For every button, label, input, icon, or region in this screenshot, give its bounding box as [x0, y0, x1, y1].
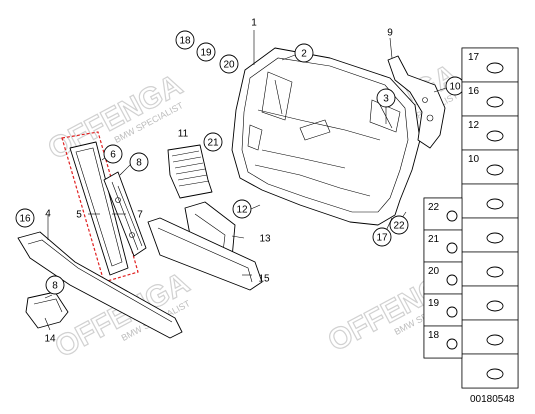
callout-18[interactable]: 18 [175, 30, 195, 50]
table-cell-label: 22 [428, 202, 440, 213]
callout-5[interactable]: 5 [76, 210, 82, 221]
callout-number: 1 [251, 18, 257, 29]
callout-number: 19 [200, 48, 212, 59]
callout-6[interactable]: 6 [103, 144, 123, 164]
callout-number: 9 [387, 28, 393, 39]
callout-14[interactable]: 14 [44, 334, 56, 345]
fastener-glyph [486, 198, 504, 210]
door-pocket[interactable] [147, 201, 263, 291]
callout-number: 8 [52, 281, 58, 292]
door-bracket[interactable] [387, 55, 446, 149]
callout-21[interactable]: 21 [203, 132, 223, 152]
fastener-glyph [486, 266, 504, 278]
fastener-glyph [486, 300, 504, 312]
callout-17[interactable]: 17 [372, 227, 392, 247]
callout-number: 16 [19, 214, 31, 225]
callout-4[interactable]: 4 [45, 209, 51, 220]
callout-number: 5 [76, 210, 82, 221]
callout-number: 8 [136, 158, 142, 169]
callout-number: 3 [383, 94, 389, 105]
speaker-grille[interactable] [167, 144, 213, 199]
fastener-glyph [446, 210, 458, 222]
table-cell-label: 19 [428, 298, 440, 309]
callout-number: 6 [110, 150, 116, 161]
fastener-glyph [486, 232, 504, 244]
fastener-glyph [486, 334, 504, 346]
callout-2[interactable]: 2 [294, 43, 314, 63]
callout-number: 12 [236, 205, 248, 216]
callout-9[interactable]: 9 [387, 28, 393, 39]
fastener-glyph [446, 306, 458, 318]
fastener-glyph [486, 164, 504, 176]
callout-8[interactable]: 8 [129, 152, 149, 172]
table-cell-label: 16 [468, 86, 480, 97]
callout-22[interactable]: 22 [389, 215, 409, 235]
callout-number: 4 [45, 209, 51, 220]
fastener-glyph [446, 274, 458, 286]
handle-trim-highlighted[interactable] [61, 131, 139, 283]
fastener-glyph [486, 130, 504, 142]
armrest-trim[interactable] [17, 231, 183, 339]
callout-number: 21 [207, 138, 219, 149]
callout-number: 14 [44, 334, 56, 345]
callout-12[interactable]: 12 [232, 199, 252, 219]
table-cell-label: 10 [468, 154, 480, 165]
callout-20[interactable]: 20 [219, 54, 239, 74]
table-cell-label: 17 [468, 52, 480, 63]
table-cell-label: 20 [428, 266, 440, 277]
callout-10[interactable]: 10 [445, 76, 465, 96]
callout-number: 15 [258, 274, 270, 285]
callout-number: 11 [178, 129, 189, 140]
callout-number: 20 [223, 60, 235, 71]
callout-11[interactable]: 11 [178, 129, 189, 140]
door-trim-panel[interactable] [231, 47, 421, 226]
callout-15[interactable]: 15 [258, 274, 270, 285]
fastener-glyph [446, 338, 458, 350]
callout-number: 18 [179, 36, 191, 47]
table-cell-label: 12 [468, 120, 480, 131]
fastener-glyph [486, 62, 504, 74]
callout-number: 2 [301, 49, 307, 60]
callout-13[interactable]: 13 [259, 234, 271, 245]
callout-number: 17 [376, 233, 388, 244]
callout-8[interactable]: 8 [45, 275, 65, 295]
table-cell-label: 18 [428, 330, 440, 341]
callout-1[interactable]: 1 [251, 18, 257, 29]
table-cell-label: 21 [428, 234, 440, 245]
callout-3[interactable]: 3 [376, 88, 396, 108]
callout-number: 13 [259, 234, 271, 245]
callout-number: 10 [449, 82, 461, 93]
callout-19[interactable]: 19 [196, 42, 216, 62]
fastener-glyph [486, 96, 504, 108]
callout-number: 22 [393, 221, 405, 232]
callout-16[interactable]: 16 [15, 208, 35, 228]
fastener-glyph [446, 242, 458, 254]
callout-number: 7 [137, 210, 143, 221]
fastener-glyph [486, 368, 504, 380]
callout-7[interactable]: 7 [137, 210, 143, 221]
fastener-table-cells: 17 16 12 10 22 21 20 19 18 [423, 47, 519, 389]
diagram-number: 00180548 [470, 394, 515, 405]
